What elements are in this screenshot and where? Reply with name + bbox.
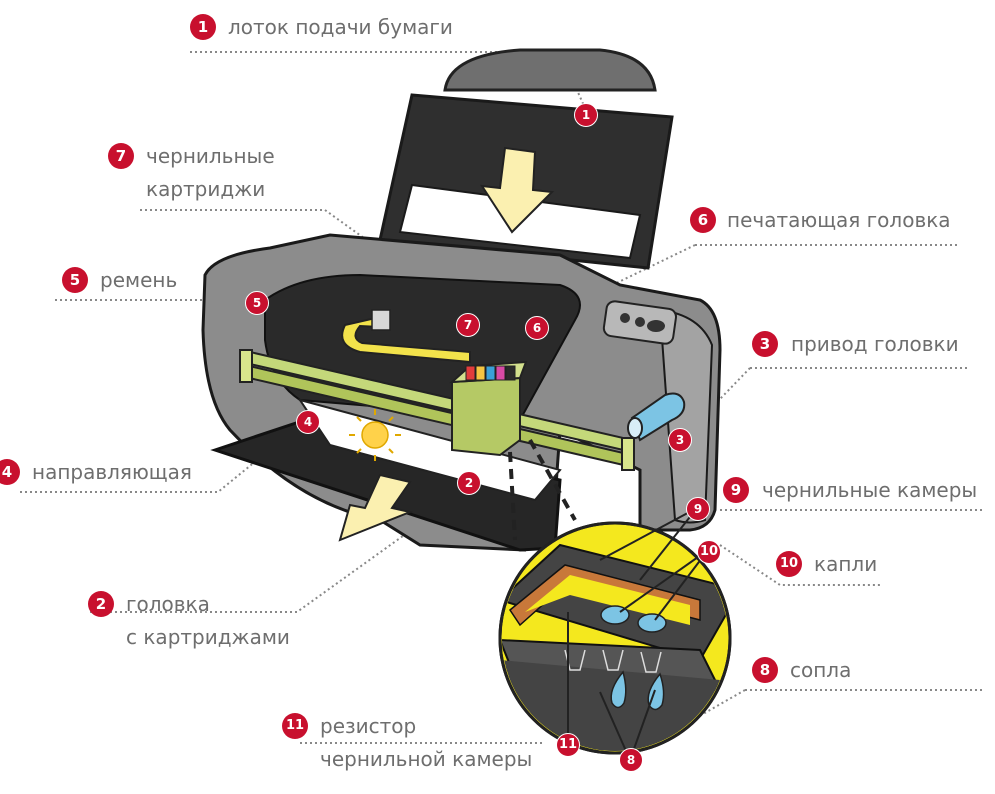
label-ink-cartridges-1: чернильные (146, 144, 275, 168)
label-head-with-cartridges-1: головка (126, 592, 210, 616)
rail-bracket-left (239, 349, 253, 383)
ink-cartridges (465, 365, 516, 381)
belt-pulley (371, 309, 391, 331)
carriage (451, 376, 521, 457)
badge-7: 7 (108, 143, 134, 169)
nozzle-detail (502, 543, 728, 751)
label-belt: ремень (100, 268, 178, 292)
badge-in-9: 9 (686, 497, 710, 521)
badge-in-4: 4 (296, 410, 320, 434)
head-drive-motor (630, 392, 686, 442)
badge-in-1: 1 (574, 103, 598, 127)
label-nozzles: сопла (790, 658, 852, 682)
ink-drop-chamber-2 (637, 613, 667, 633)
badge-11: 11 (282, 713, 308, 739)
badge-9: 9 (723, 477, 749, 503)
badge-1: 1 (190, 14, 216, 40)
badge-5: 5 (62, 267, 88, 293)
badge-in-8: 8 (619, 748, 643, 772)
badge-3: 3 (752, 331, 778, 357)
label-ink-chambers: чернильные камеры (762, 478, 978, 502)
badge-in-11: 11 (556, 733, 580, 757)
label-paper-tray: лоток подачи бумаги (228, 15, 453, 39)
badge-8: 8 (752, 657, 778, 683)
label-print-head: печатающая головка (727, 208, 951, 232)
badge-4: 4 (0, 459, 20, 485)
paper-tray-back (443, 48, 657, 92)
badge-10: 10 (776, 551, 802, 577)
label-resistor-2: чернильной камеры (320, 747, 533, 771)
badge-in-7: 7 (456, 313, 480, 337)
belt (341, 315, 471, 364)
sun-print (361, 421, 389, 449)
label-resistor-1: резистор (320, 714, 417, 738)
badge-in-6: 6 (525, 316, 549, 340)
badge-in-5: 5 (245, 291, 269, 315)
rail-bracket-right (621, 437, 635, 471)
arrow-paper-out (338, 473, 414, 542)
printer-side (658, 308, 714, 524)
label-head-drive: привод головки (791, 332, 959, 356)
label-head-with-cartridges-2: с картриджами (126, 625, 290, 649)
badge-in-3: 3 (668, 428, 692, 452)
badge-6: 6 (690, 207, 716, 233)
badge-in-10: 10 (697, 540, 721, 564)
ink-drop-1 (610, 670, 627, 709)
label-guide: направляющая (32, 460, 192, 484)
badge-in-2: 2 (457, 471, 481, 495)
arrow-paper-in (480, 146, 555, 234)
label-ink-cartridges-2: картриджи (146, 177, 266, 201)
label-drops: капли (814, 552, 878, 576)
badge-2: 2 (88, 591, 114, 617)
